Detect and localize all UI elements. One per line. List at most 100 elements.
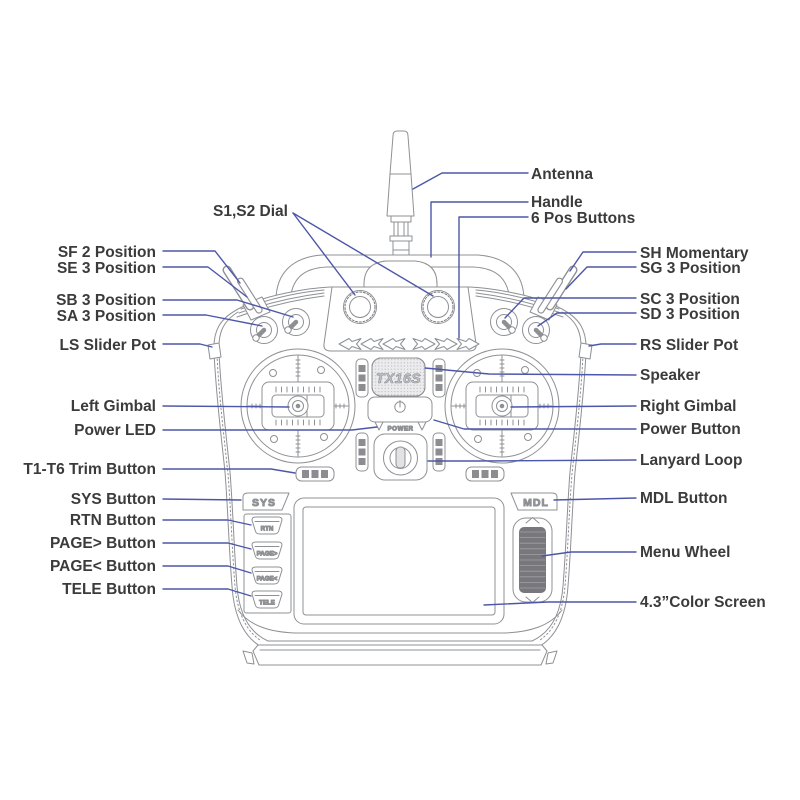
label-sc: SC 3 Position bbox=[640, 291, 740, 308]
lower-face-seam bbox=[237, 609, 563, 634]
label-left-gimbal: Left Gimbal bbox=[71, 398, 156, 415]
label-handle: Handle bbox=[531, 194, 583, 211]
line-right-gimbal bbox=[510, 405, 637, 408]
line-power-button bbox=[433, 419, 637, 430]
tele-button-art: TELE bbox=[251, 590, 283, 609]
line-rs bbox=[588, 343, 637, 347]
tele-label: TELE bbox=[259, 600, 275, 607]
line-tele bbox=[162, 588, 252, 597]
label-power-led: Power LED bbox=[74, 422, 156, 439]
trim-vertical-left-upper bbox=[355, 358, 369, 398]
label-lanyard: Lanyard Loop bbox=[640, 452, 742, 469]
callout-lines bbox=[162, 172, 637, 606]
bottom-bar bbox=[242, 644, 558, 666]
label-sd: SD 3 Position bbox=[640, 306, 740, 323]
label-screen: 4.3”Color Screen bbox=[640, 594, 766, 611]
rs-slider-pot-art bbox=[578, 342, 593, 360]
label-sh: SH Momentary bbox=[640, 245, 749, 262]
sb-switch-art bbox=[283, 309, 310, 336]
label-rs: RS Slider Pot bbox=[640, 337, 738, 354]
line-menu-wheel bbox=[541, 551, 637, 557]
line-sb bbox=[162, 299, 294, 318]
sc-switch-art bbox=[491, 309, 518, 336]
sa-switch-art bbox=[251, 317, 278, 344]
label-speaker: Speaker bbox=[640, 367, 700, 384]
line-sh bbox=[569, 251, 637, 272]
label-page-prev: PAGE< Button bbox=[50, 558, 156, 575]
line-se bbox=[162, 266, 248, 298]
s2-dial-art bbox=[421, 290, 455, 324]
right-labels: Antenna Handle 6 Pos Buttons SH Momentar… bbox=[531, 166, 766, 611]
label-page-next: PAGE> Button bbox=[50, 535, 156, 552]
menu-wheel-art bbox=[512, 517, 553, 603]
label-power-button: Power Button bbox=[640, 421, 741, 438]
line-page-next bbox=[162, 542, 252, 550]
line-sg bbox=[565, 266, 637, 290]
trim-vertical-left-lower bbox=[355, 432, 369, 472]
page-prev-button-art: PAGE< bbox=[251, 566, 283, 585]
ls-slider-pot-art bbox=[207, 342, 222, 360]
line-sd bbox=[537, 312, 637, 327]
mdl-button-art: MDL bbox=[510, 492, 558, 511]
label-right-gimbal: Right Gimbal bbox=[640, 398, 736, 415]
left-labels: SF 2 Position SE 3 Position SB 3 Positio… bbox=[23, 244, 156, 598]
power-button-art: POWER bbox=[367, 396, 433, 433]
power-label: POWER bbox=[388, 426, 414, 433]
page-next-button-art: PAGE> bbox=[251, 541, 283, 560]
line-antenna bbox=[412, 172, 529, 190]
line-screen bbox=[483, 601, 637, 606]
s1-dial-art bbox=[343, 290, 377, 324]
line-trim bbox=[162, 468, 296, 474]
line-sa bbox=[162, 314, 263, 327]
sys-label: SYS bbox=[252, 497, 276, 509]
label-6pos: 6 Pos Buttons bbox=[531, 210, 635, 227]
label-trim: T1-T6 Trim Button bbox=[23, 461, 156, 478]
label-antenna: Antenna bbox=[531, 166, 593, 183]
speaker-badge: TX16S bbox=[371, 357, 426, 397]
line-mdl bbox=[553, 497, 637, 501]
label-sb: SB 3 Position bbox=[56, 292, 156, 309]
line-s2-dial bbox=[292, 212, 434, 297]
line-s1-dial bbox=[292, 212, 356, 296]
line-left-gimbal bbox=[162, 405, 290, 408]
label-se: SE 3 Position bbox=[57, 260, 156, 277]
rtn-button-art: RTN bbox=[251, 516, 283, 535]
label-sf: SF 2 Position bbox=[58, 244, 156, 261]
label-s1s2-dial: S1,S2 Dial bbox=[213, 203, 288, 220]
trim-vertical-right-upper bbox=[432, 358, 446, 398]
line-sf bbox=[162, 250, 241, 284]
label-menu-wheel: Menu Wheel bbox=[640, 544, 730, 561]
line-sc bbox=[504, 297, 637, 319]
nav-buttons-art: RTN PAGE> PAGE< TELE bbox=[243, 513, 292, 614]
left-side-seam bbox=[216, 354, 261, 641]
page-prev-label: PAGE< bbox=[257, 576, 278, 583]
color-screen-art bbox=[293, 497, 505, 625]
badge-text: TX16S bbox=[376, 370, 421, 386]
trim-horizontal-right bbox=[465, 466, 505, 482]
line-sys bbox=[162, 498, 242, 501]
six-pos-buttons-art bbox=[338, 338, 480, 350]
label-tele: TELE Button bbox=[62, 581, 156, 598]
antenna-mount-art bbox=[363, 260, 438, 291]
transmitter-artwork: TX16S POWER bbox=[207, 130, 593, 666]
right-side-seam bbox=[539, 354, 584, 641]
label-sa: SA 3 Position bbox=[57, 308, 156, 325]
label-rtn: RTN Button bbox=[70, 512, 156, 529]
line-speaker bbox=[424, 367, 637, 376]
trim-vertical-right-lower bbox=[432, 432, 446, 472]
lanyard-loop-art bbox=[373, 433, 428, 481]
line-6pos bbox=[458, 216, 529, 339]
label-ls: LS Slider Pot bbox=[60, 337, 156, 354]
shoulder-switches-art bbox=[227, 270, 573, 321]
antenna-art bbox=[383, 130, 419, 277]
label-sg: SG 3 Position bbox=[640, 260, 741, 277]
label-mdl: MDL Button bbox=[640, 490, 728, 507]
line-handle bbox=[430, 201, 529, 258]
line-ls bbox=[162, 343, 213, 348]
label-sys: SYS Button bbox=[71, 491, 156, 508]
line-power-led bbox=[162, 426, 378, 431]
page-next-label: PAGE> bbox=[257, 551, 278, 558]
callout-labels: S1,S2 Dial SF 2 Position SE 3 Position S… bbox=[23, 166, 765, 611]
